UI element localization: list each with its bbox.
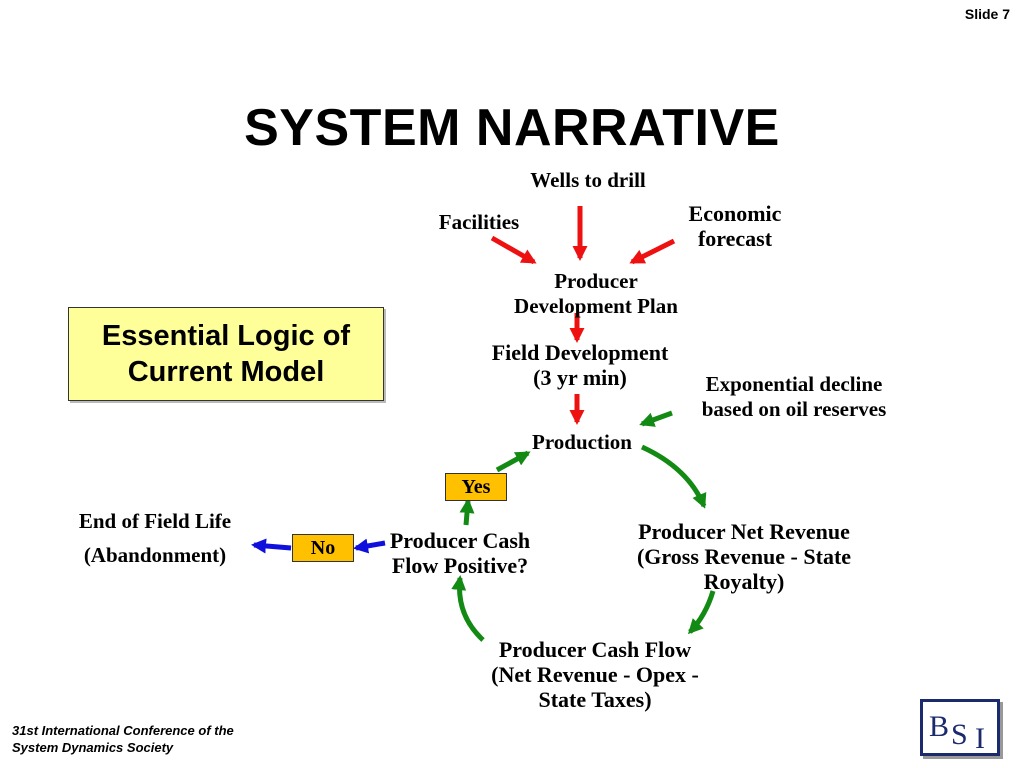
essential-logic-box: Essential Logic of Current Model [68,307,384,401]
svg-text:B: B [929,710,949,743]
bsi-logo: B S I [920,699,1000,756]
node-economic-forecast: Economic forecast [688,201,782,251]
node-end-of-field-life: End of Field Life [78,509,232,533]
conference-footer: 31st International Conference of the Sys… [12,723,234,755]
node-wells-to-drill: Wells to drill [530,168,646,192]
arrow-facilities-to-plan [490,235,537,265]
svg-text:S: S [951,718,968,751]
svg-text:I: I [975,722,985,753]
no-tag: No [292,534,354,562]
slide-title: SYSTEM NARRATIVE [244,99,780,157]
node-producer-cash-flow-positive: Producer Cash Flow Positive? [389,528,531,578]
arrow-yes-to-production [495,450,531,473]
node-facilities: Facilities [438,210,520,234]
arrow-positive-to-no [353,538,386,554]
node-field-development: Field Development (3 yr min) [491,340,669,390]
node-producer-net-revenue: Producer Net Revenue (Gross Revenue - St… [636,519,852,594]
node-abandonment: (Abandonment) [83,543,227,567]
slide-number: Slide 7 [964,6,1010,22]
arrow-revenue-to-cashflow [687,590,716,635]
essential-logic-line2: Current Model [127,356,325,388]
node-producer-development-plan: Producer Development Plan [514,269,678,318]
node-production: Production [532,430,632,454]
node-producer-cash-flow: Producer Cash Flow (Net Revenue - Opex -… [491,637,699,712]
arrow-economic-to-plan [629,238,676,265]
arrow-decline-to-production [639,410,673,427]
arrow-no-to-end [251,538,292,554]
arrow-cashflow-to-positive [451,575,485,642]
essential-logic-line1: Essential Logic of [101,320,351,352]
arrow-positive-to-yes [459,498,475,526]
node-exponential-decline: Exponential decline based on oil reserve… [701,372,887,421]
yes-tag: Yes [445,473,507,501]
arrow-production-to-revenue [640,444,707,509]
